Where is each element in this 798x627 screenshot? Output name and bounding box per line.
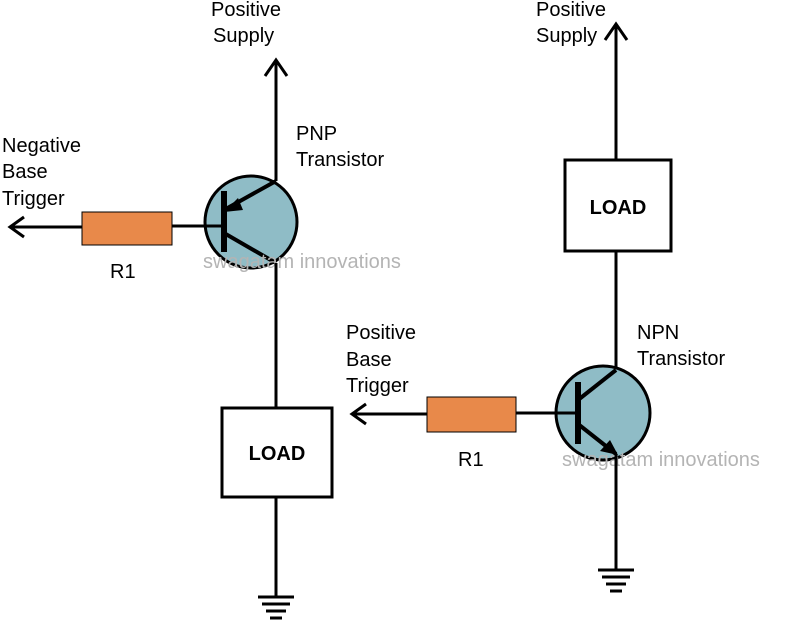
- left-transistor-label-line2: Transistor: [296, 149, 385, 171]
- left-trigger-label-line2: Base: [2, 161, 48, 183]
- right-transistor-label-line2: Transistor: [637, 348, 726, 370]
- right-load-label: LOAD: [590, 197, 647, 219]
- left-supply-arrow-icon: [263, 57, 289, 77]
- right-trigger-label-line1: Positive: [346, 322, 416, 344]
- right-supply-label-line2: Supply: [536, 25, 597, 47]
- right-supply-label-line1: Positive: [536, 0, 606, 21]
- left-transistor-label-line1: PNP: [296, 123, 337, 145]
- left-supply-label-line2: Supply: [213, 25, 274, 47]
- left-resistor-label: R1: [110, 261, 136, 283]
- left-trigger-arrow-icon: [7, 215, 25, 239]
- left-ground-icon: [258, 595, 294, 620]
- right-trigger-label-line3: Trigger: [346, 375, 409, 397]
- right-load-box: [563, 158, 673, 253]
- left-trigger-label-line1: Negative: [2, 135, 81, 157]
- right-resistor-label: R1: [458, 449, 484, 471]
- right-transistor-label-line1: NPN: [637, 322, 679, 344]
- left-load-box: [220, 406, 334, 499]
- left-load-label: LOAD: [249, 443, 306, 465]
- right-supply-arrow-icon: [603, 21, 629, 41]
- right-ground-icon: [598, 568, 634, 593]
- npn-transistor-icon: [554, 364, 652, 462]
- left-resistor: [81, 211, 173, 246]
- right-resistor: [426, 396, 517, 433]
- left-trigger-label-line3: Trigger: [2, 188, 65, 210]
- right-npn-circuit: Positive Supply LOAD NPN Transistor R1 P…: [346, 0, 760, 593]
- left-watermark: swagatam innovations: [203, 251, 401, 273]
- right-watermark: swagatam innovations: [562, 449, 760, 471]
- pnp-transistor-icon: [203, 174, 299, 270]
- left-supply-label-line1: Positive: [211, 0, 281, 21]
- right-trigger-arrow-icon: [349, 402, 367, 426]
- left-pnp-circuit: Positive Supply PNP Transistor R1 Negati…: [2, 0, 401, 620]
- right-trigger-label-line2: Base: [346, 349, 392, 371]
